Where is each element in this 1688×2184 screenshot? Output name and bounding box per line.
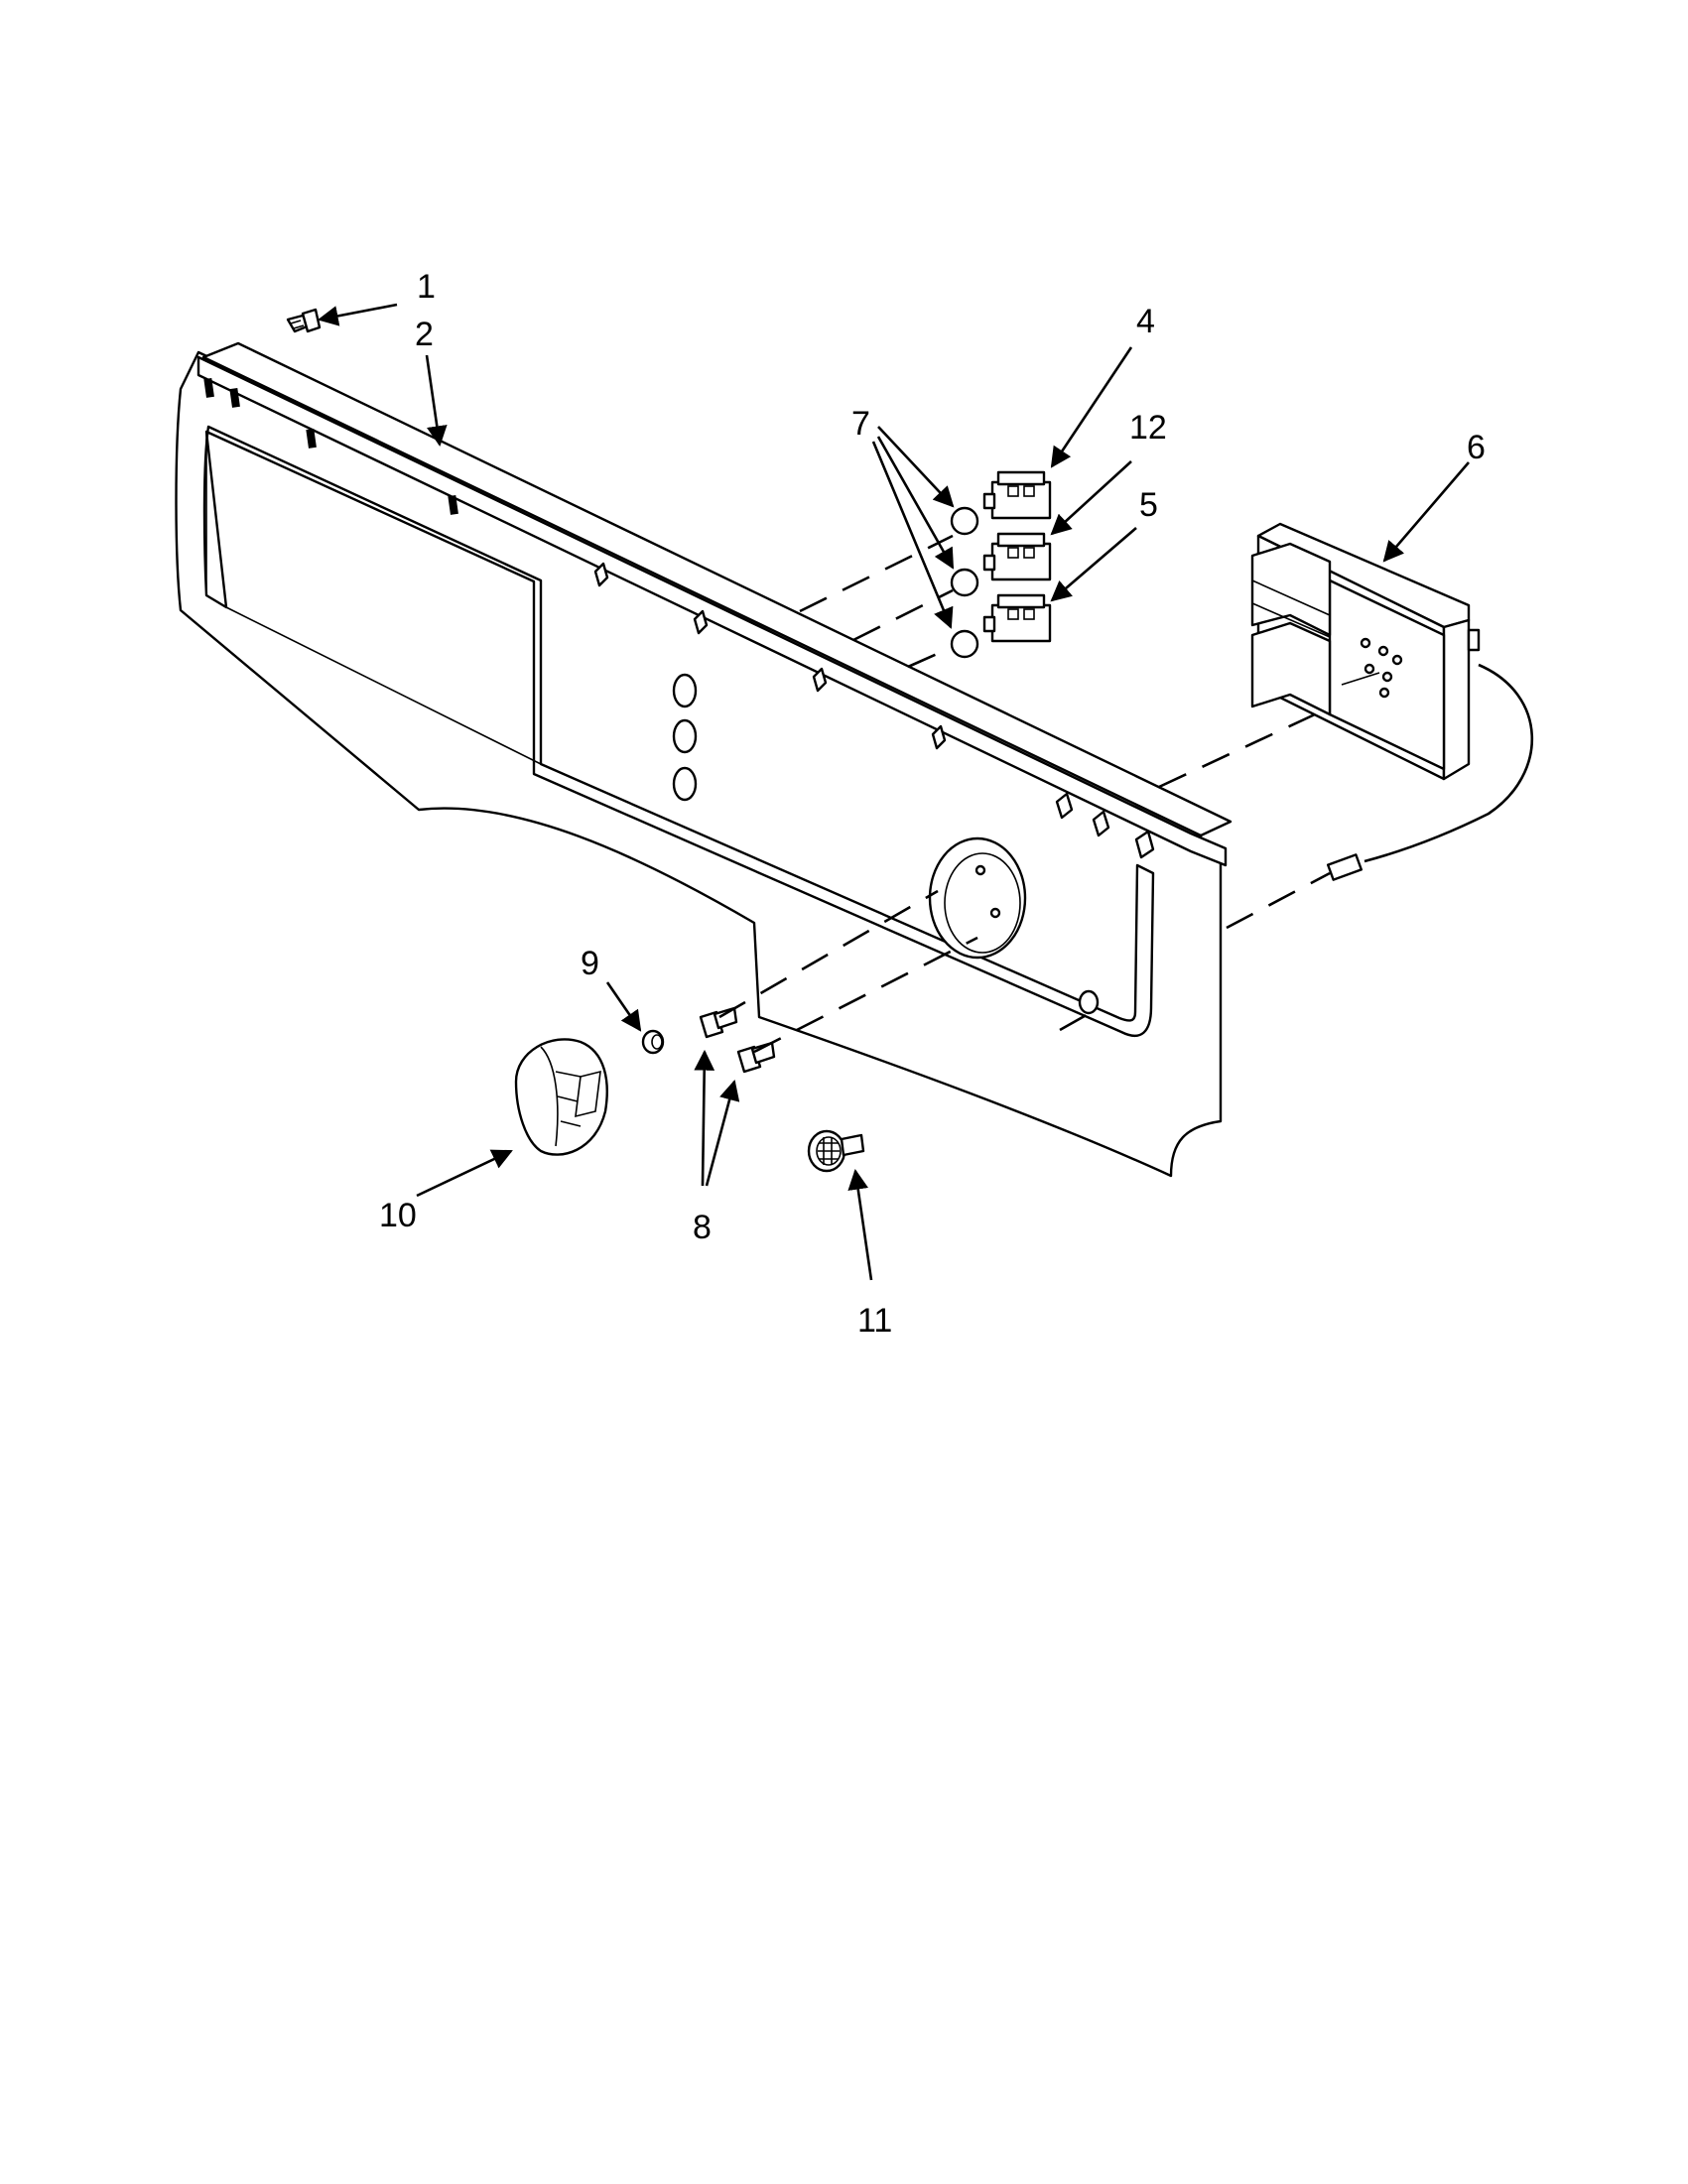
callout-10: 10 (379, 1197, 417, 1234)
bushing-part-9 (641, 1029, 665, 1055)
callout-2: 2 (415, 316, 434, 353)
callout-6: 6 (1467, 429, 1486, 466)
screw-part-1 (286, 308, 322, 333)
leader-arrows (317, 303, 1470, 1281)
knob-part-10 (514, 1038, 608, 1156)
switch-part-12 (950, 532, 1052, 597)
callout-1: 1 (417, 268, 436, 306)
trim-clips (203, 377, 1155, 859)
lamp-part-11 (807, 1129, 865, 1173)
assembly-lines (718, 534, 1331, 1054)
callout-labels: 1 2 4 5 6 7 8 9 10 11 12 (379, 268, 1486, 1340)
screws-part-8 (699, 1006, 776, 1074)
callout-12: 12 (1129, 409, 1167, 447)
callout-9: 9 (581, 945, 599, 982)
timer-module-part-6 (1250, 522, 1534, 881)
console-panel (175, 341, 1233, 1178)
callout-11: 11 (857, 1302, 892, 1340)
callout-8: 8 (693, 1209, 712, 1246)
callout-7: 7 (851, 405, 870, 443)
callout-5: 5 (1139, 486, 1158, 524)
switch-part-4 (950, 470, 1052, 536)
push-switches (950, 470, 1052, 659)
callout-4: 4 (1136, 303, 1155, 340)
switch-part-5 (950, 593, 1052, 659)
